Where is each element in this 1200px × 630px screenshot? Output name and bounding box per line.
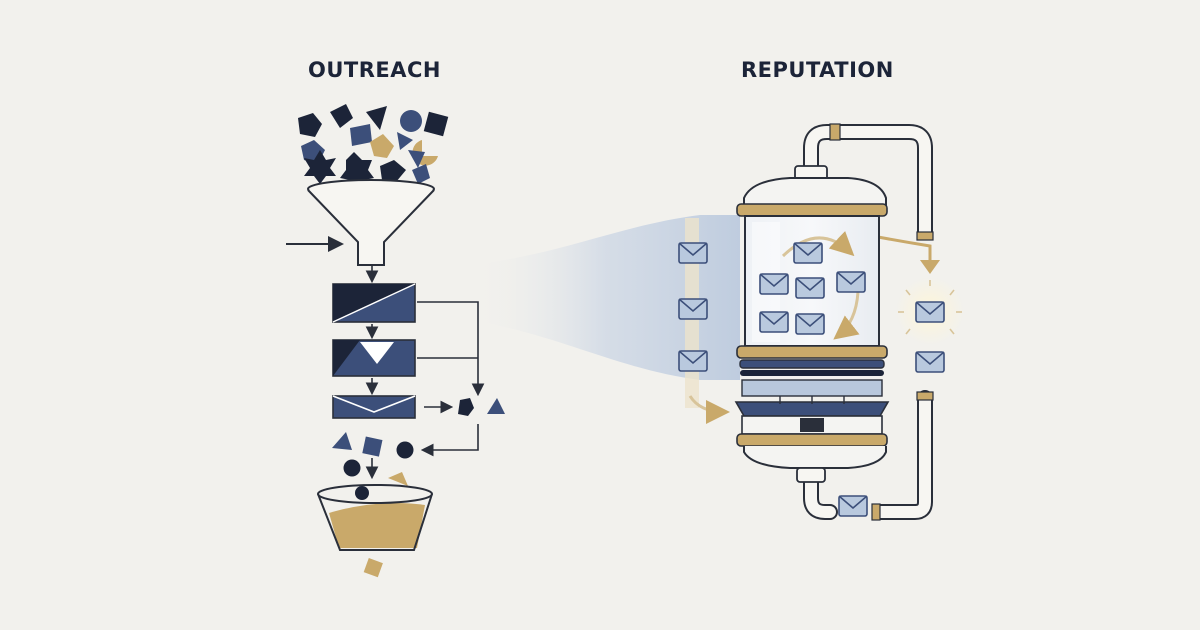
envelope-icon xyxy=(678,242,708,372)
envelope-icon xyxy=(838,495,868,517)
filter-stage-2 xyxy=(332,339,416,377)
envelope-icon xyxy=(915,351,945,373)
reputation-title: REPUTATION xyxy=(741,58,894,82)
funnel-icon xyxy=(307,179,435,266)
data-flow-beam xyxy=(470,215,740,380)
envelope-icon xyxy=(915,301,945,323)
tank-icon xyxy=(734,165,890,483)
filter-stage-3 xyxy=(332,395,416,419)
outreach-title: OUTREACH xyxy=(308,58,441,82)
arrow-icon xyxy=(920,260,940,274)
bowl-icon xyxy=(317,484,433,578)
filter-stage-1 xyxy=(332,283,416,323)
pipe-icon xyxy=(803,123,934,521)
scattered-shapes xyxy=(298,104,449,188)
